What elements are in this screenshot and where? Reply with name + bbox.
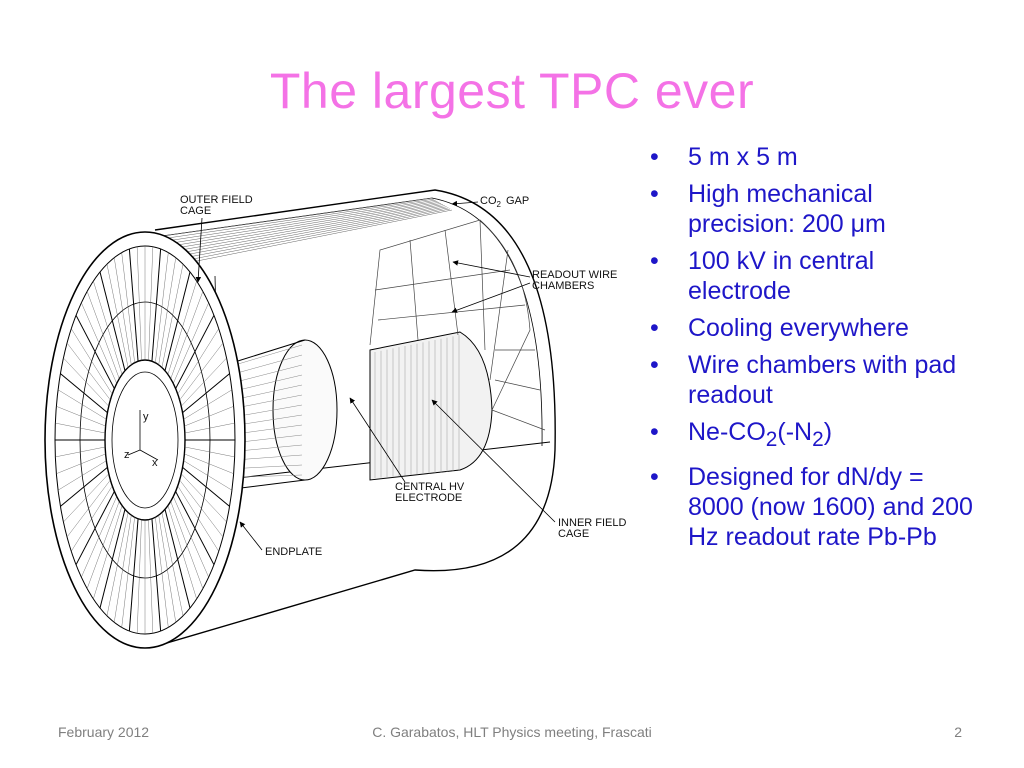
arrow-central-hv (349, 397, 406, 483)
bullet-marker: • (650, 418, 659, 446)
bullet-text: Wire chambers with pad readout (688, 351, 957, 409)
bullet-marker: • (650, 351, 659, 379)
axis-x-label: x (152, 457, 158, 469)
bullet-text: Designed for dN/dy = 8000 (now 1600) and… (688, 463, 973, 551)
outer-field-cage-ribs (161, 197, 453, 267)
arrow-readout-2 (451, 282, 531, 313)
footer-center: C. Garabatos, HLT Physics meeting, Frasc… (372, 724, 652, 740)
arrow-co2-gap (451, 200, 479, 207)
axes (127, 410, 159, 461)
bullet-item: • Wire chambers with pad readout (650, 350, 980, 410)
label-readout-wire-chambers-1: READOUT WIRE (532, 269, 617, 281)
footer-date: February 2012 (58, 724, 150, 740)
bullet-item: • Designed for dN/dy = 8000 (now 1600) an… (650, 462, 980, 552)
inner-field-cage (224, 339, 338, 491)
label-central-hv-electrode-2: ELECTRODE (395, 492, 462, 504)
bullet-text: Ne-CO2(-N2) (688, 418, 833, 451)
bullet-marker: • (650, 143, 659, 171)
bullet-item: • 100 kV in central electrode (650, 246, 980, 306)
label-central-hv-electrode-1: CENTRAL HV (395, 481, 465, 493)
bullet-list: • 5 m x 5 m • High mechanical precision: 2… (650, 142, 980, 559)
arrow-outer-field-cage (195, 217, 203, 283)
arrow-endplate (239, 521, 263, 551)
axis-y-label: y (143, 411, 149, 423)
bullet-marker: • (650, 314, 659, 342)
inner-cylinder-back (369, 331, 493, 481)
bullet-marker: • (650, 247, 659, 275)
outer-cylinder (154, 189, 556, 646)
bullet-text: High mechanical precision: 200 μm (688, 180, 886, 238)
axis-z-label: z (124, 449, 130, 461)
label-outer-field-cage-2: CAGE (180, 205, 211, 217)
bullet-marker: • (650, 463, 659, 491)
label-inner-field-cage-1: INNER FIELD (558, 517, 627, 529)
bullet-text: 100 kV in central electrode (688, 247, 875, 305)
bullet-text: Cooling everywhere (688, 314, 909, 342)
label-inner-field-cage-2: CAGE (558, 528, 589, 540)
endplate (44, 231, 246, 649)
label-readout-wire-chambers-2: CHAMBERS (532, 280, 594, 292)
bullet-item: • High mechanical precision: 200 μm (650, 179, 980, 239)
bullet-item: • Ne-CO2(-N2) (650, 417, 980, 455)
bullet-marker: • (650, 180, 659, 208)
slide-title: The largest TPC ever (269, 63, 755, 119)
arrow-inner-field-cage (431, 399, 556, 523)
label-outer-field-cage-1: OUTER FIELD (180, 194, 253, 206)
footer-page-number: 2 (954, 724, 962, 740)
arrow-readout-1 (452, 260, 531, 278)
bullet-item: • Cooling everywhere (650, 313, 980, 343)
bullet-item: • 5 m x 5 m (650, 142, 980, 172)
label-endplate: ENDPLATE (265, 546, 322, 558)
bullet-text: 5 m x 5 m (688, 143, 798, 171)
